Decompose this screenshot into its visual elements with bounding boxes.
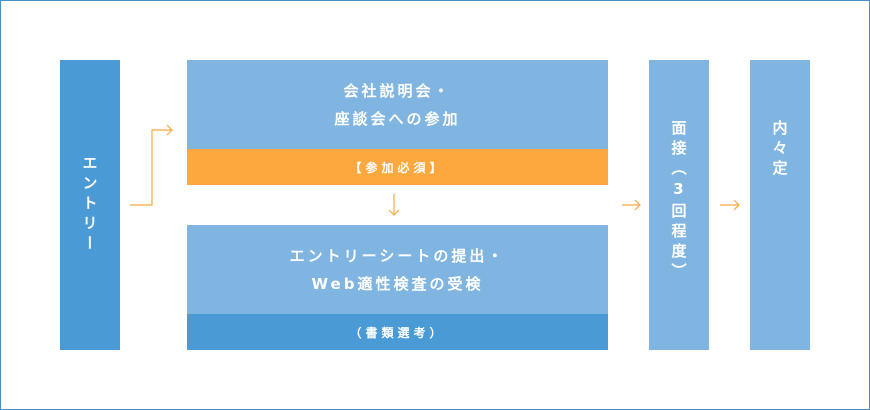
step-offer-label: 内々定 bbox=[770, 120, 789, 180]
screening-label: （書類選考） bbox=[349, 325, 446, 340]
step-offer: 内々定 bbox=[750, 60, 810, 350]
step-seminar-line1: 会社説明会・ bbox=[343, 81, 452, 100]
step-interview-label: 面接（3回程度） bbox=[669, 120, 688, 283]
step-entry: エントリー bbox=[60, 60, 120, 350]
required-label: 【参加必須】 bbox=[349, 160, 446, 175]
step-application-line2: Web適性検査の受検 bbox=[311, 274, 484, 293]
screening-badge: （書類選考） bbox=[187, 314, 608, 350]
step-application-line1: エントリーシートの提出・ bbox=[289, 246, 506, 265]
required-badge: 【参加必須】 bbox=[187, 149, 608, 185]
step-interview: 面接（3回程度） bbox=[649, 60, 709, 350]
step-seminar-line2: 座談会への参加 bbox=[334, 109, 461, 128]
step-seminar: 会社説明会・ 座談会への参加 bbox=[187, 60, 608, 149]
step-entry-label: エントリー bbox=[80, 155, 99, 255]
step-application: エントリーシートの提出・ Web適性検査の受検 bbox=[187, 225, 608, 314]
